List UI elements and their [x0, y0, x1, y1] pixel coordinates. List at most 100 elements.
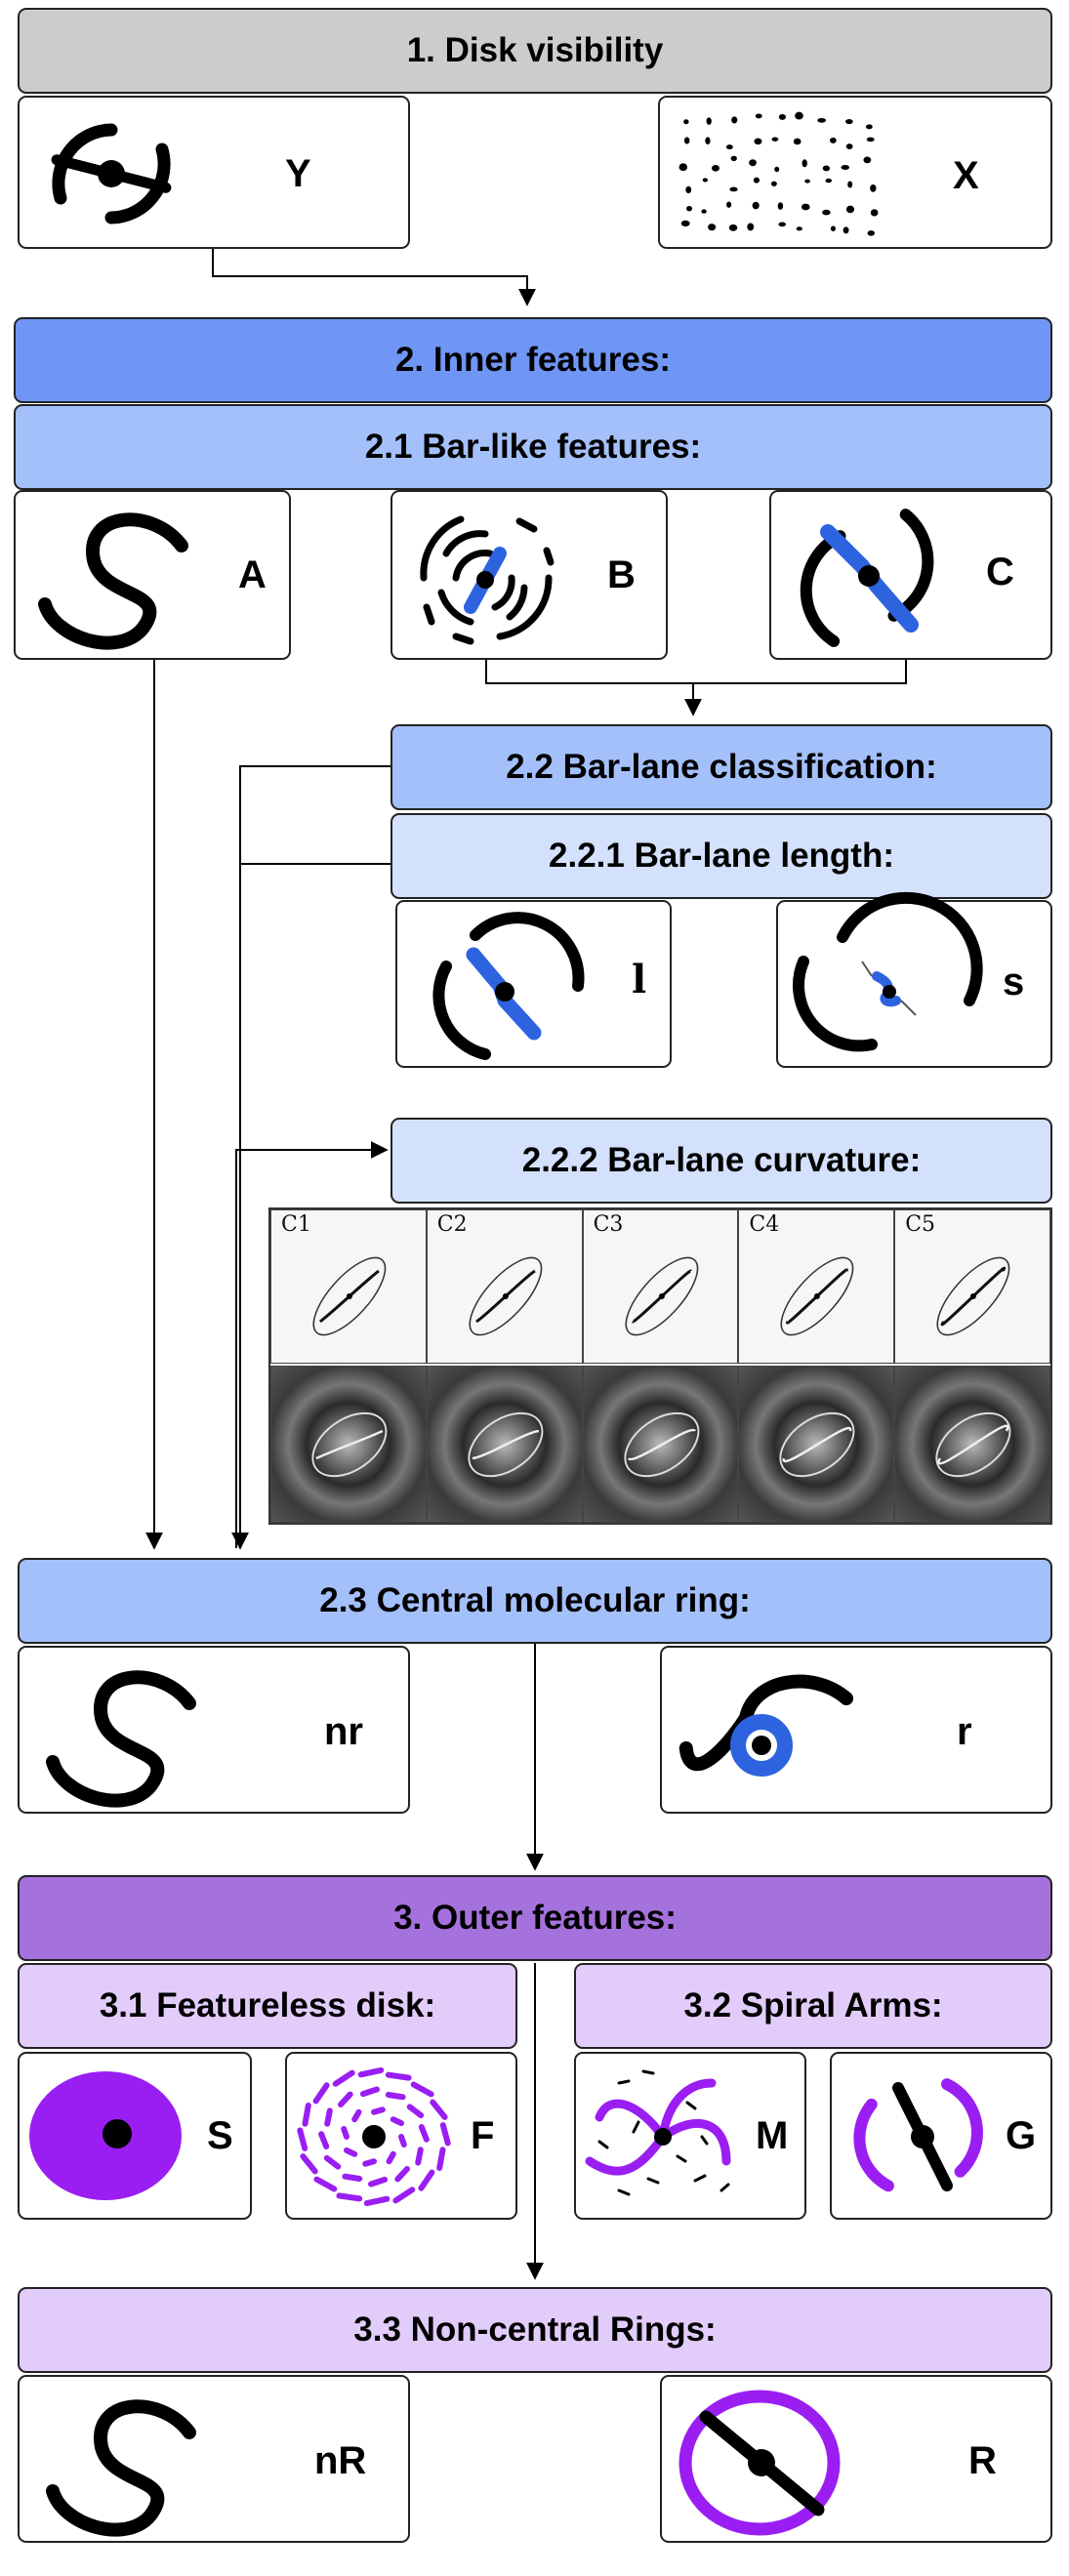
scatter-dot — [845, 205, 855, 214]
scatter-dot — [728, 224, 738, 231]
curvature-panel-label: C4 — [749, 1212, 780, 1237]
scatter-dot — [726, 201, 732, 208]
flocculent-dash — [297, 2127, 308, 2151]
option-card-B: B — [391, 490, 668, 660]
flocculent-dash — [363, 2195, 391, 2207]
scatter-dot — [683, 137, 690, 144]
flocculent-dash — [357, 2066, 385, 2078]
label-R: R — [968, 2439, 997, 2482]
flocculent-icon — [297, 2066, 451, 2207]
two-arm-bar-icon — [51, 123, 172, 225]
multi-arm-spiral-icon — [585, 2069, 731, 2196]
flocculent-dash — [385, 2092, 406, 2101]
curvature-sketch-panel: C4 — [738, 1209, 895, 1364]
flocculent-dash — [386, 2150, 396, 2165]
option-card-Y: Y — [18, 96, 410, 249]
flocculent-dash — [300, 2153, 318, 2175]
flocculent-dash — [362, 2158, 377, 2167]
scatter-dot — [731, 116, 738, 124]
scatter-dot — [778, 222, 787, 227]
scatter-dot — [870, 184, 877, 192]
label-r: r — [957, 1710, 972, 1753]
scatter-dot — [843, 226, 849, 234]
option-card-R: R — [660, 2375, 1052, 2543]
flocculent-dash — [313, 2176, 338, 2192]
header-outer-features: 3. Outer features: — [18, 1875, 1052, 1961]
scatter-dot — [685, 185, 692, 194]
header-central-molecular-ring: 2.3 Central molecular ring: — [18, 1558, 1052, 1644]
flocculent-dash — [312, 2082, 330, 2105]
s-spiral-icon — [46, 2399, 196, 2537]
label-M: M — [756, 2114, 789, 2157]
option-card-C: C — [769, 490, 1052, 660]
flocculent-dash — [344, 2147, 358, 2157]
option-card-G: G — [830, 2052, 1052, 2220]
flocculent-dash — [336, 2192, 363, 2202]
label-Y: Y — [285, 152, 311, 195]
scatter-dot — [822, 209, 831, 216]
scatter-dot — [796, 226, 802, 231]
option-card-X: X — [658, 96, 1052, 249]
header-bar-lane-classification: 2.2 Bar-lane classification: — [391, 724, 1052, 810]
flocculent-dash — [359, 2086, 380, 2098]
curvature-panel-strip: C1 C2 C3 C4 C5 — [268, 1207, 1052, 1525]
flocculent-dash — [332, 2069, 355, 2087]
scatter-dot — [752, 201, 760, 210]
scatter-dot — [702, 178, 709, 183]
flocculent-dash — [368, 2176, 389, 2188]
scatter-dot — [754, 138, 762, 145]
scatter-dot — [863, 156, 872, 164]
option-card-s: s — [776, 891, 1052, 1068]
simulation-lane-icon — [935, 1411, 1011, 1478]
scatter-dot — [829, 137, 837, 143]
flocculent-dash — [338, 2091, 353, 2107]
flocculent-dash — [436, 2147, 446, 2171]
option-card-A: A — [14, 490, 291, 660]
option-card-M: M — [574, 2052, 806, 2220]
s-spiral-icon — [46, 1670, 196, 1808]
scatter-dot — [770, 181, 777, 186]
label-F: F — [471, 2114, 495, 2157]
label-nR: nR — [314, 2439, 367, 2482]
label-G: G — [1006, 2114, 1037, 2157]
curvature-sketch-panel: C5 — [894, 1209, 1050, 1364]
flocculent-dash — [418, 2124, 430, 2143]
header-bar-lane-curvature: 2.2.2 Bar-lane curvature: — [391, 1118, 1052, 1204]
grand-design-spiral-icon — [853, 2078, 983, 2192]
header-bar-like-features: 2.1 Bar-like features: — [14, 404, 1052, 490]
scatter-dot — [866, 137, 875, 143]
scatter-dot — [753, 177, 760, 184]
flocculent-dash — [371, 2106, 386, 2115]
scatter-dot — [841, 164, 850, 171]
scatter-dot — [793, 138, 802, 145]
simulation-lane-icon — [468, 1411, 544, 1478]
scatter-dot — [749, 159, 757, 167]
curvature-panel-label: C1 — [281, 1212, 311, 1237]
curvature-simulation-panel — [738, 1366, 895, 1523]
scatter-dot — [817, 117, 827, 123]
option-card-nr: nr — [18, 1646, 410, 1814]
curvature-panel-label: C3 — [593, 1212, 624, 1237]
label-l: l — [632, 957, 647, 1002]
scatter-dot — [845, 119, 853, 125]
scatter-dot — [678, 163, 688, 172]
scatter-dot — [708, 224, 717, 231]
scatter-dot — [802, 159, 807, 168]
strong-bar-icon — [800, 509, 934, 647]
flocculent-dash — [385, 2071, 412, 2081]
smooth-disk-icon — [29, 2071, 182, 2200]
bar-lane-sketch-icon — [469, 1256, 543, 1336]
label-A: A — [238, 553, 267, 596]
curvature-simulation-panel — [426, 1366, 583, 1523]
scattered-dots-icon — [678, 111, 879, 236]
scatter-dot — [804, 179, 810, 184]
scatter-dot — [711, 165, 720, 172]
label-s: s — [1003, 961, 1025, 1003]
label-C: C — [986, 551, 1014, 593]
header-non-central-rings: 3.3 Non-central Rings: — [18, 2287, 1052, 2373]
flocculent-dash — [392, 2187, 416, 2204]
bar-lane-sketch-icon — [936, 1256, 1010, 1336]
curvature-panel-label: C2 — [436, 1212, 468, 1237]
scatter-dot — [755, 113, 762, 119]
label-X: X — [953, 154, 979, 197]
